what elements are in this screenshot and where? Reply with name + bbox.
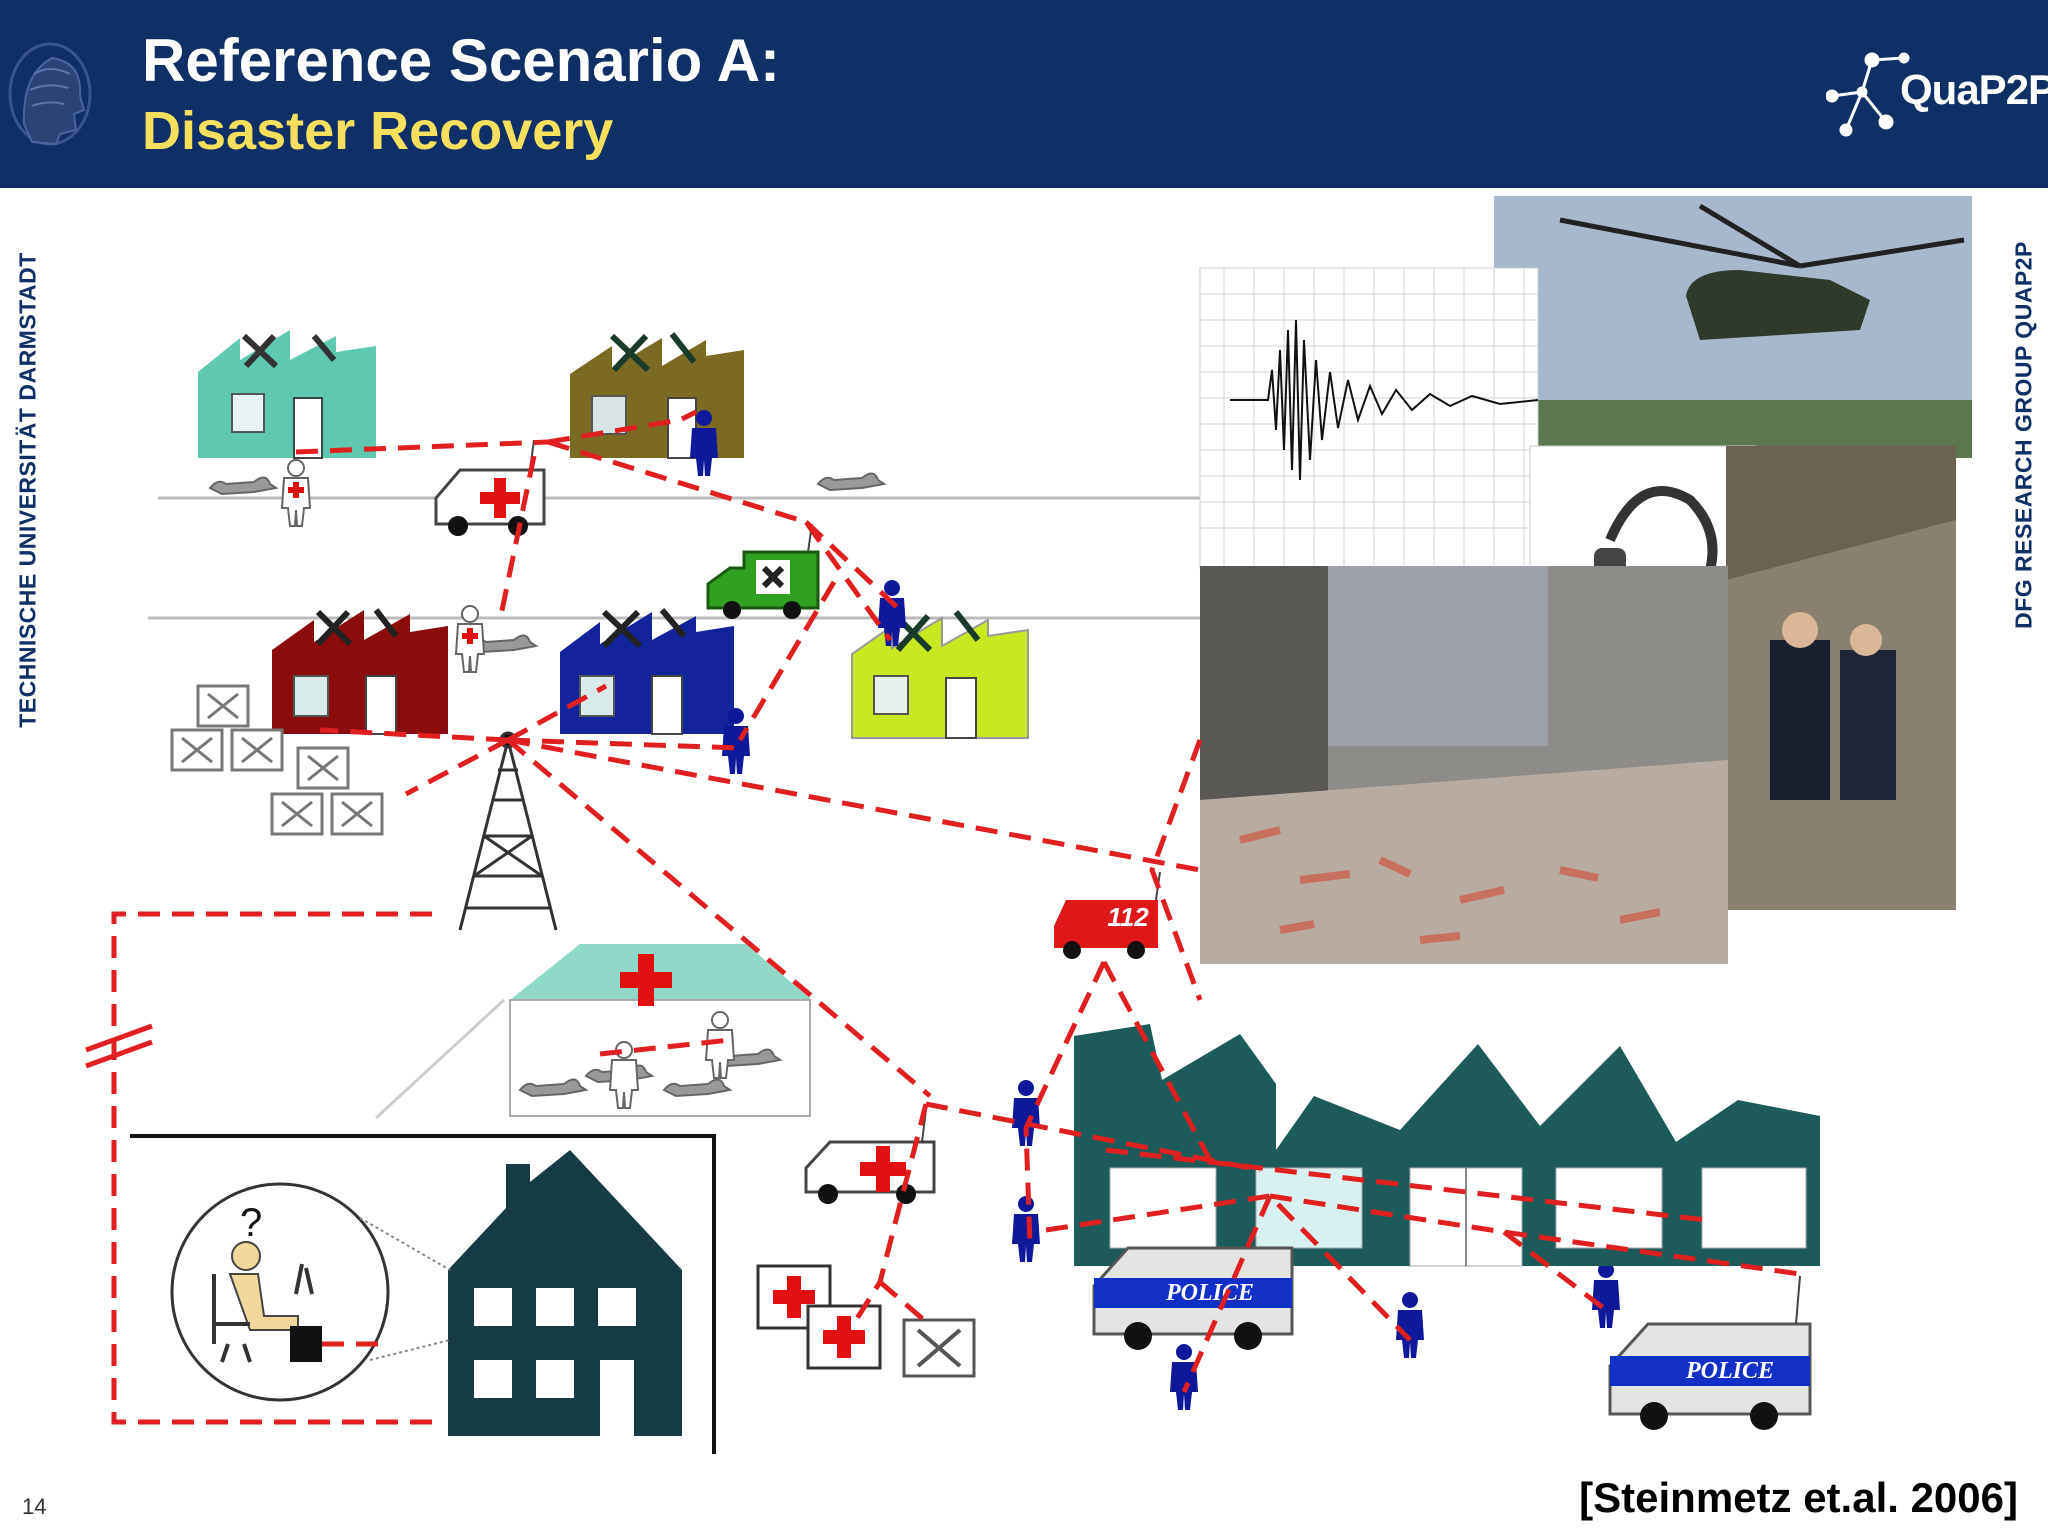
helicopter-photo — [1494, 196, 1972, 458]
field-hospital — [374, 944, 812, 1120]
ambulance-top — [434, 439, 546, 536]
police-car-2-label: POLICE — [1685, 1358, 1774, 1384]
damaged-building-red — [272, 608, 448, 735]
police-car-1 — [1092, 1246, 1294, 1350]
operator-circle — [170, 1182, 451, 1402]
command-enclosure — [130, 1134, 716, 1454]
emergency-car-112 — [1054, 871, 1161, 959]
medic-figure-1 — [281, 459, 311, 527]
police-car-1-label: POLICE — [1165, 1280, 1254, 1306]
tool-supply-box — [902, 1318, 976, 1378]
broken-link-marks — [85, 1023, 153, 1069]
damaged-building-teal — [198, 330, 376, 459]
damaged-building-blue — [560, 608, 734, 735]
logo-wordmark: QuaP2P — [1900, 66, 2048, 113]
ambulance-lower — [804, 1109, 936, 1204]
command-house — [448, 1150, 682, 1436]
damaged-building-lime — [851, 610, 1029, 739]
city-block-building — [1074, 1024, 1820, 1267]
victim-lying-1 — [209, 476, 277, 495]
question-mark: ? — [240, 1201, 262, 1245]
medical-supply-box-2 — [806, 1304, 882, 1370]
quap2p-network-logo-icon — [1826, 52, 1910, 137]
page-number: 14 — [22, 1494, 47, 1519]
slide-subtitle: Disaster Recovery — [142, 101, 614, 161]
cell-tower — [458, 731, 558, 931]
rubble-street-photo — [1200, 566, 1728, 964]
slide-title: Reference Scenario A: — [142, 27, 781, 94]
police-car-2 — [1608, 1275, 1812, 1430]
seismograph-chart — [1199, 267, 1539, 569]
university-seal-icon — [8, 42, 92, 146]
emergency-car-label: 112 — [1107, 902, 1149, 932]
header-bar — [0, 0, 2048, 188]
damaged-building-olive — [570, 332, 744, 459]
citation: [Steinmetz et.al. 2006] — [1579, 1474, 2018, 1521]
medic-figure-2 — [455, 605, 485, 673]
military-vehicle — [706, 523, 820, 619]
police-dog-photo — [1726, 446, 1956, 910]
communication-links — [111, 409, 1801, 1425]
victim-lying-2 — [817, 472, 885, 491]
